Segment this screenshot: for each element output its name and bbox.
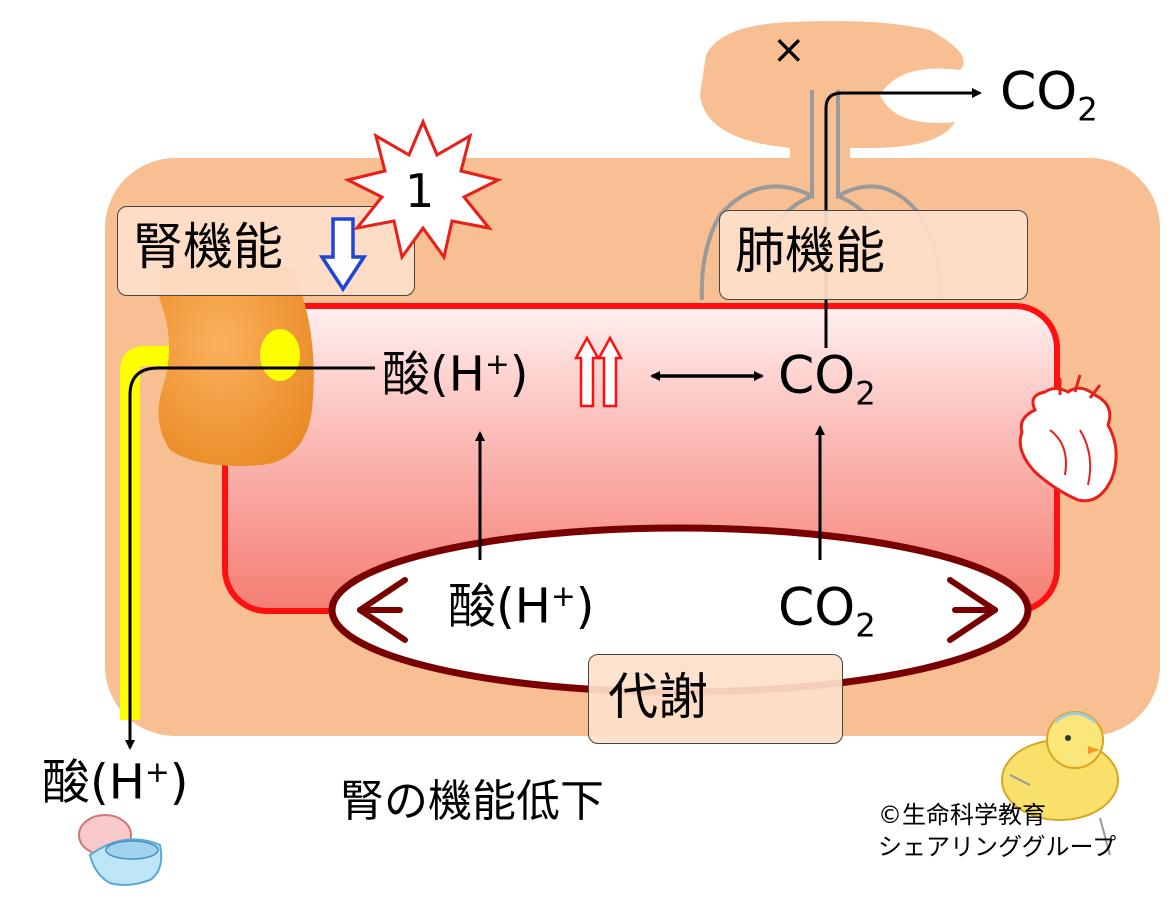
metabolism-box: [588, 654, 843, 744]
excreted-acid-label: 酸(H+): [42, 754, 189, 811]
metabolism-acid-label: 酸(H+): [448, 578, 595, 635]
down-arrow-icon: [318, 217, 368, 293]
urine-flow-line: [120, 346, 285, 720]
co2-exhalation-arrow: [824, 88, 982, 348]
exhaled-co2-label: CO2: [1000, 62, 1098, 129]
kidney-pelvis: [260, 329, 300, 381]
chick-icon: [1001, 711, 1119, 856]
kidney-icon: [158, 261, 314, 466]
lung-airway-blob: [700, 21, 964, 165]
blood-co2-label: CO2: [778, 346, 876, 413]
metabolism-chevrons: [357, 577, 998, 643]
kidney-function-label: 腎機能: [133, 218, 283, 276]
heart-icon: [1018, 374, 1118, 503]
blood-acid-label: 酸(H+): [382, 346, 529, 403]
acid-excretion-arrow: [125, 366, 375, 750]
toilet-icon: [78, 814, 163, 886]
lung-function-box: [719, 210, 1028, 300]
copyright-line-1: ©生命科学教育: [878, 801, 1046, 829]
metabolism-co2-label: CO2: [778, 578, 876, 645]
double-up-arrow-icon: [573, 335, 624, 408]
metabolism-label: 代謝: [608, 668, 708, 726]
lung-block-mark: ×: [772, 27, 806, 73]
starburst-number: 1: [405, 164, 435, 218]
copyright-line-2: シェアリンググループ: [878, 833, 1117, 861]
lung-function-label: 肺機能: [735, 222, 885, 280]
diagram-title: 腎の機能低下: [340, 776, 604, 827]
